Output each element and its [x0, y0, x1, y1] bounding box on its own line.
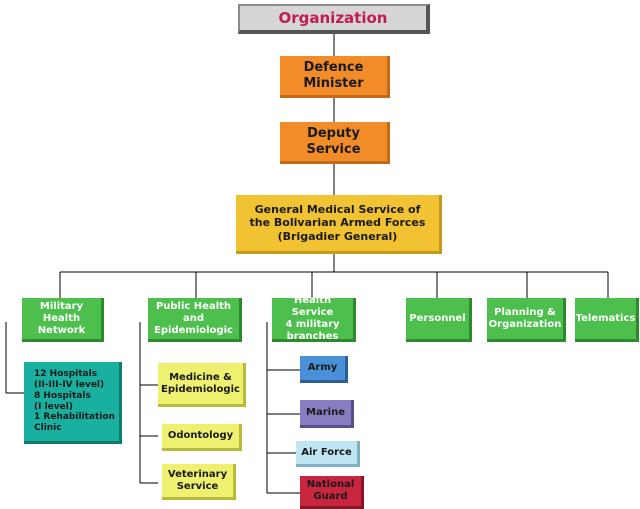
military-health-network-box: Military Health Network: [22, 298, 104, 342]
deputy-service-box: Deputy Service: [280, 122, 390, 164]
veterinary-service-box: Veterinary Service: [162, 464, 236, 500]
general-medical-service-box: General Medical Service of the Bolivaria…: [236, 195, 442, 254]
public-health-box: Public Health and Epidemiologic: [148, 298, 242, 342]
odontology-box: Odontology: [162, 424, 242, 451]
health-service-box: Health Service 4 military branches: [272, 295, 356, 342]
national-guard-box: National Guard: [300, 476, 364, 509]
army-box: Army: [300, 356, 348, 383]
marine-box: Marine: [300, 400, 354, 428]
page-title: Organization: [238, 4, 430, 34]
telematics-box: Telematics: [575, 298, 639, 342]
defence-minister-box: Defence Minister: [280, 56, 390, 98]
hospitals-box: 12 Hospitals (II-III-IV level) 8 Hospita…: [24, 362, 122, 444]
planning-organization-box: Planning & Organization: [487, 298, 566, 342]
personnel-box: Personnel: [406, 298, 472, 342]
air-force-box: Air Force: [296, 441, 360, 467]
medicine-epidemiologic-box: Medicine & Epidemiologic: [158, 363, 246, 407]
